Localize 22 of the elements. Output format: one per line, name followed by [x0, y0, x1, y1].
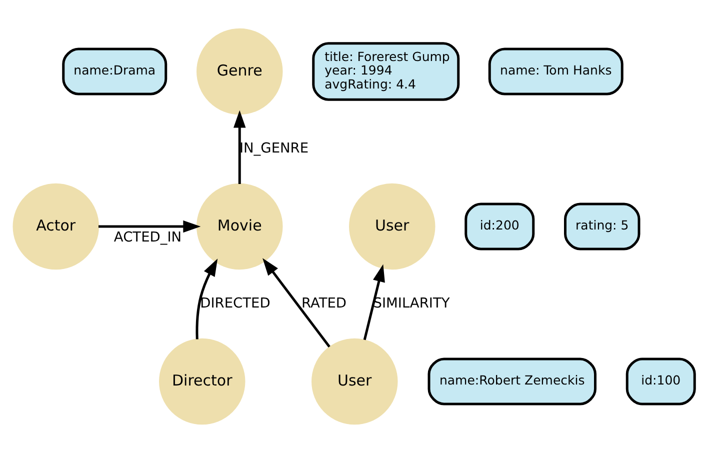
arrow — [363, 264, 385, 340]
node-circle: Movie — [196, 183, 283, 270]
node-box: title: Forerest Gump year: 1994 avgRating: 4.4 — [312, 42, 460, 101]
node-circle: User — [312, 338, 398, 425]
node-box: name: Tom Hanks — [488, 48, 624, 96]
arrow — [196, 258, 218, 340]
arrow — [98, 220, 201, 233]
node-box: id:200 — [464, 202, 535, 250]
arrow — [262, 258, 330, 348]
node-box: name:Robert Zemeckis — [428, 358, 596, 406]
node-circle: User — [349, 183, 436, 270]
node-box: id:100 — [626, 358, 696, 406]
node-circle: Genre — [196, 28, 283, 115]
edge-label: DIRECTED — [200, 296, 270, 312]
node-box: rating: 5 — [564, 202, 640, 250]
node-circle: Director — [159, 338, 246, 425]
node-circle: Actor — [12, 183, 99, 270]
node-box: name:Drama — [62, 48, 168, 96]
edge-label: SIMILARITY — [373, 296, 450, 312]
arrow — [233, 110, 246, 184]
edge-label: ACTED_IN — [114, 229, 182, 246]
edge-label: RATED — [301, 296, 347, 312]
